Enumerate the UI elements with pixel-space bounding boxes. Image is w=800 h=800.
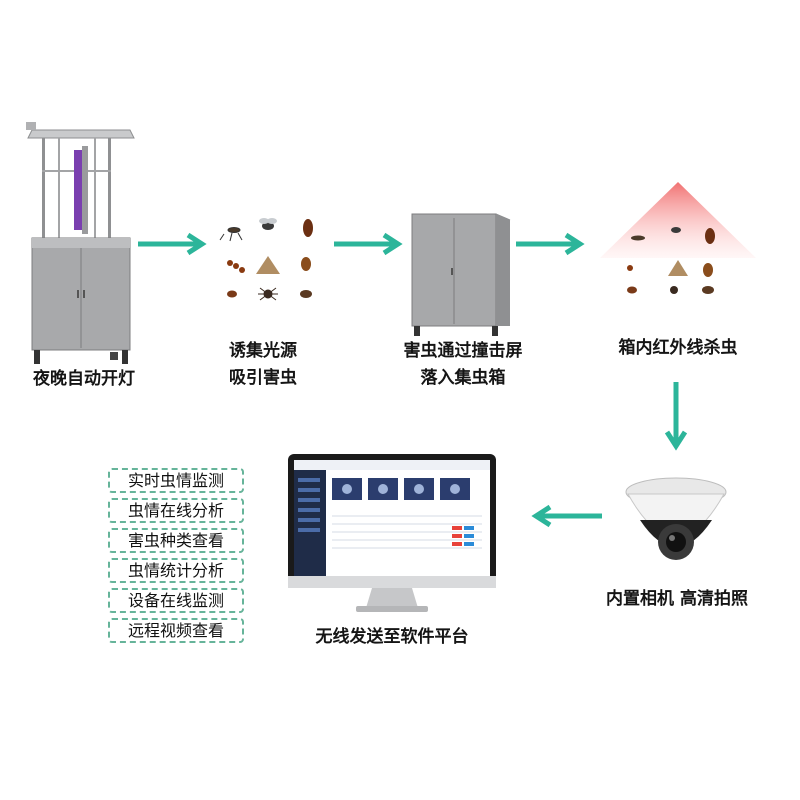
feature-item: 虫情统计分析: [108, 558, 244, 583]
flow-arrow-icon: [531, 504, 602, 528]
flow-arrow-icon: [334, 232, 403, 256]
monitor-software-icon: [288, 454, 496, 612]
feature-list: 实时虫情监测 虫情在线分析 害虫种类查看 虫情统计分析 设备在线监测 远程视频查…: [108, 468, 244, 648]
step5-caption: 内置相机 高清拍照: [606, 589, 748, 609]
step3-caption-line2: 落入集虫箱: [420, 368, 506, 388]
flow-arrow-icon: [664, 382, 688, 451]
insect-trap-device-icon: [26, 122, 135, 364]
infrared-kill-insects-icon: [600, 182, 756, 294]
feature-item: 实时虫情监测: [108, 468, 244, 493]
insects-photo-icon: [219, 218, 313, 301]
feature-item: 虫情在线分析: [108, 498, 244, 523]
step4-caption: 箱内红外线杀虫: [618, 338, 738, 358]
step2-caption: 诱集光源 吸引害虫: [203, 338, 323, 392]
step3-caption-line1: 害虫通过撞击屏: [403, 341, 523, 361]
flow-arrow-icon: [138, 232, 207, 256]
step1-caption: 夜晚自动开灯: [33, 369, 135, 389]
collection-box-icon: [411, 213, 511, 336]
feature-item: 害虫种类查看: [108, 528, 244, 553]
feature-item: 远程视频查看: [108, 618, 244, 643]
feature-item: 设备在线监测: [108, 588, 244, 613]
flow-arrow-icon: [516, 232, 585, 256]
step2-caption-line2: 吸引害虫: [229, 368, 297, 388]
step2-caption-line1: 诱集光源: [229, 341, 297, 361]
step6-caption: 无线发送至软件平台: [315, 627, 469, 647]
step3-caption: 害虫通过撞击屏 落入集虫箱: [383, 338, 543, 392]
dome-camera-icon: [625, 477, 727, 560]
